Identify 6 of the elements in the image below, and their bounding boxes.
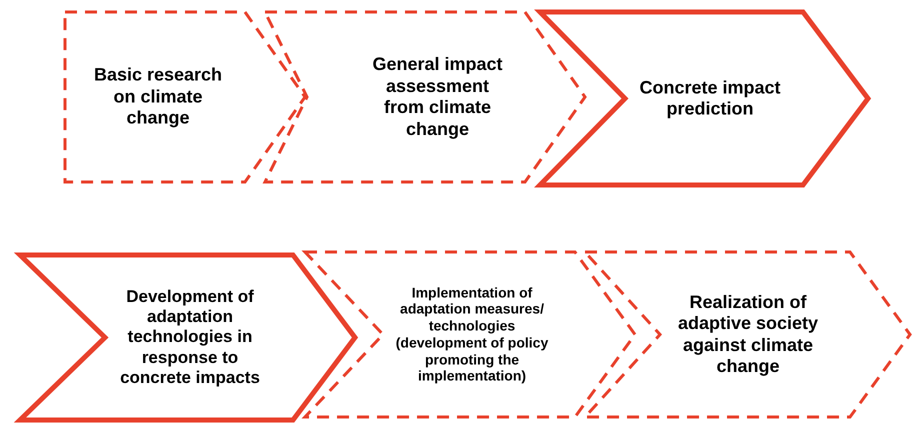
step-label: Basic research on climate change <box>92 64 224 130</box>
step-label: Realization of adaptive society against climate change <box>676 291 820 378</box>
step-label: General impact assessment from climate change <box>371 54 504 140</box>
step-label: Implementation of adaptation measures/ technologies (development of policy promoting the implementation) <box>394 284 550 385</box>
step-label: Development of adaptation technologies in response to concrete impacts <box>119 286 261 388</box>
step-label: Concrete impact prediction <box>638 76 782 120</box>
